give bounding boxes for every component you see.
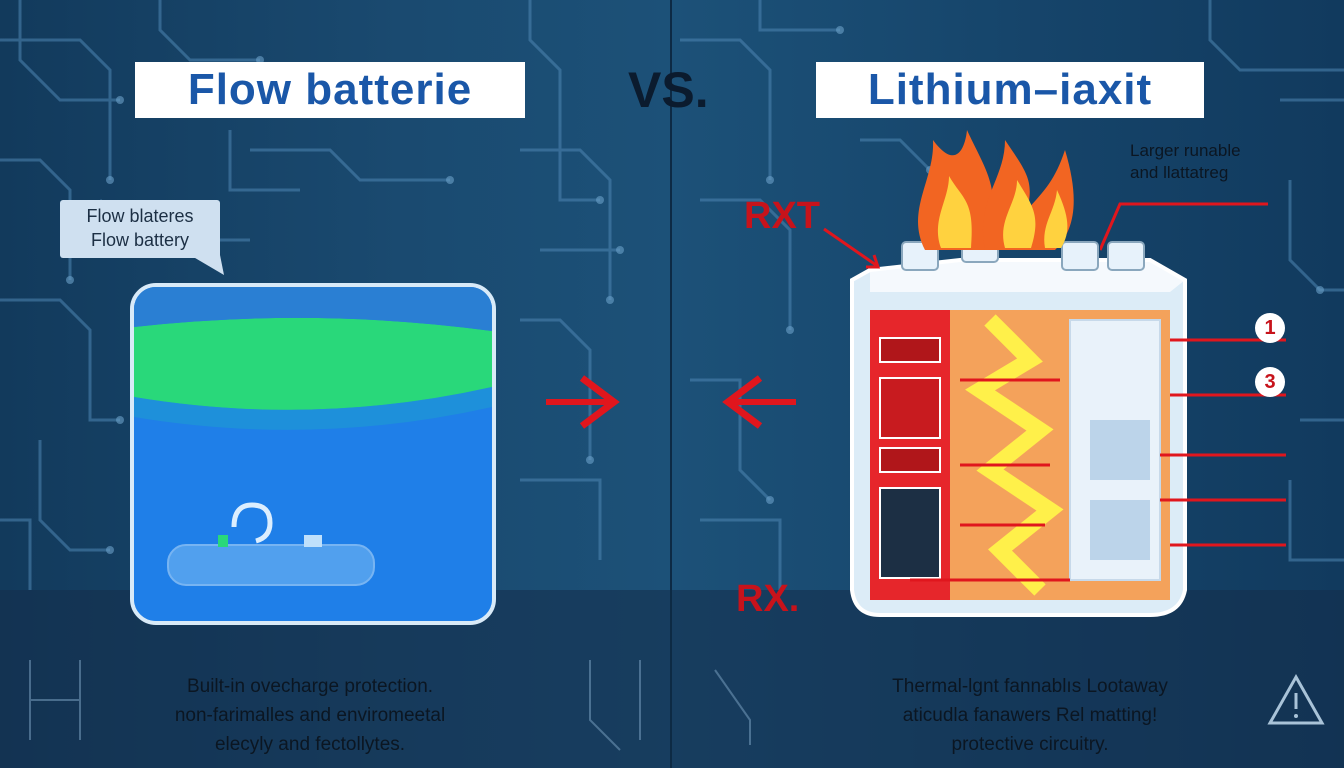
right-annotation: Larger runable and llattatreg — [1130, 140, 1280, 184]
flow-battery-callout: Flow blateres Flow battery — [60, 200, 220, 258]
electrolyte-graphic — [134, 287, 492, 621]
warning-icon — [1267, 673, 1325, 725]
flow-battery-tank — [130, 283, 496, 625]
right-desc-line-3: protective circuitry. — [951, 734, 1109, 755]
center-divider — [670, 0, 672, 768]
arrow-right-icon — [546, 375, 620, 429]
rxt-label: RXT — [744, 195, 820, 237]
left-desc-line-1: Built-in ovecharge protection. — [186, 676, 434, 697]
rxt-pointer — [823, 227, 881, 269]
lithium-battery-cell — [850, 233, 1187, 617]
flame-icon — [918, 130, 1074, 250]
leader-lines — [1100, 202, 1286, 547]
annotation-line-1: Larger runable — [1130, 141, 1241, 160]
left-title: Flow batterie — [135, 62, 525, 118]
left-description: Built-in ovecharge protection. non-farim… — [120, 672, 500, 759]
right-desc-line-1: Thermal-lgnt fannablıs Lootaway — [892, 676, 1168, 697]
callout-pointer — [190, 255, 224, 275]
arrow-left-icon — [722, 375, 796, 429]
callout-number-1: 1 — [1255, 313, 1285, 343]
callout-line-1: Flow blateres — [86, 206, 194, 226]
right-title: Lithium–iaxit — [816, 62, 1204, 118]
left-desc-line-2: non-farimalles and enviromeetal — [174, 705, 446, 726]
inner-arrows — [910, 378, 1070, 582]
annotation-line-2: and llattatreg — [1130, 163, 1229, 182]
callout-line-2: Flow battery — [90, 230, 190, 250]
rx-label: RX. — [736, 578, 800, 620]
callout-number-3: 3 — [1255, 367, 1285, 397]
right-description: Thermal-lgnt fannablıs Lootaway aticudla… — [820, 672, 1240, 759]
right-desc-line-2: aticudla fanawers Rel matting! — [902, 705, 1158, 726]
left-desc-line-3: elecyly and fectollytes. — [214, 734, 406, 755]
vs-label: VS. — [628, 62, 709, 118]
